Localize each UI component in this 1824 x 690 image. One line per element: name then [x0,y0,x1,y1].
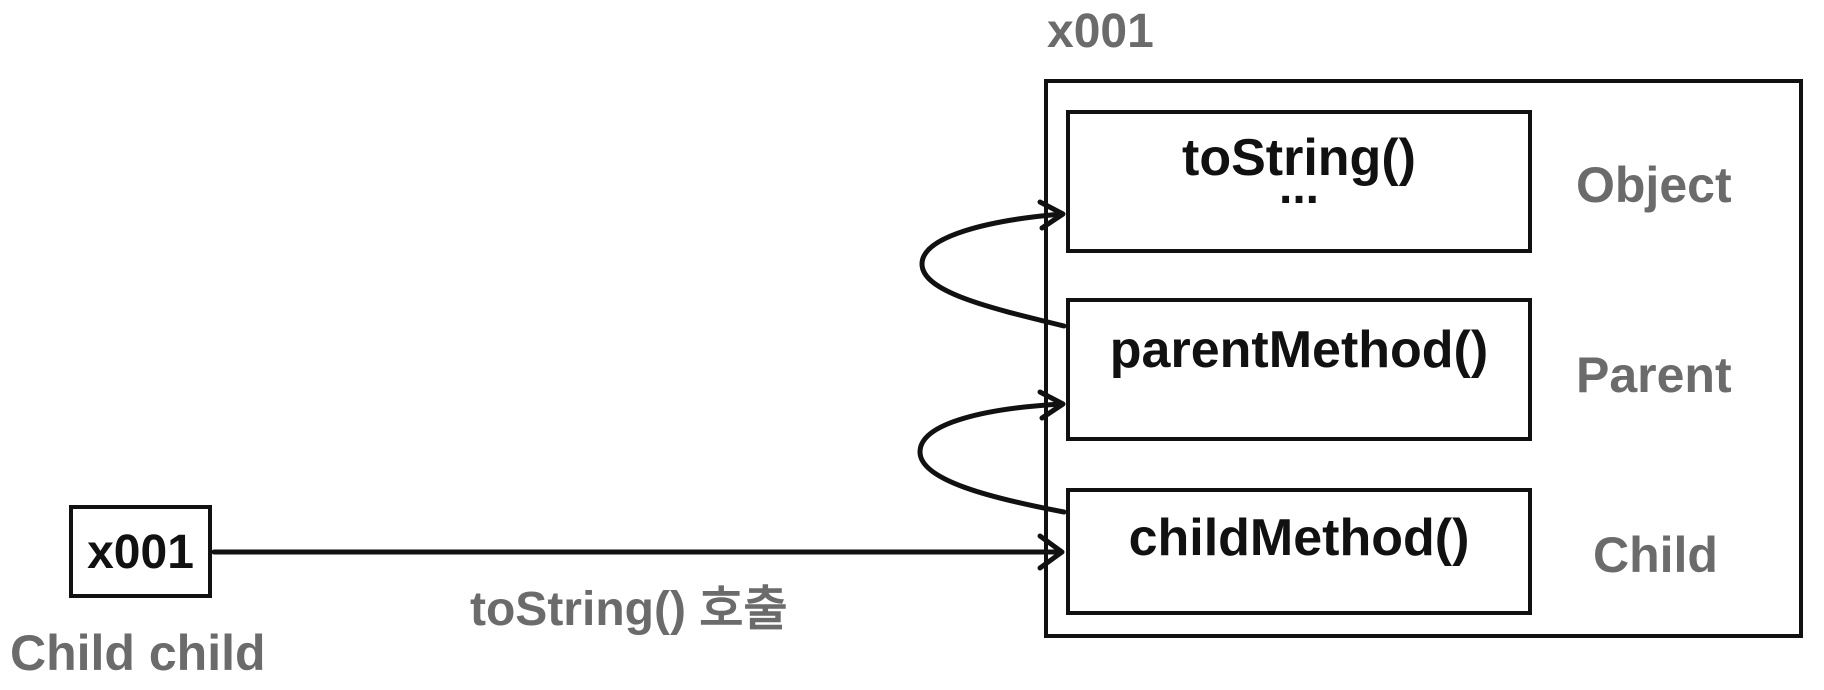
object-class-label: Object [1576,157,1732,213]
child-to-parent-arrow-head [1037,389,1066,421]
call-arrow-head [1037,533,1065,571]
parent-layer-box: parentMethod() [1066,298,1532,441]
reference-value-text: x001 [87,526,194,579]
reference-value-box: x001 [69,505,212,598]
child-method-label: childMethod() [1128,509,1470,567]
object-layer-box: toString() ... [1066,110,1532,253]
parent-class-label: Parent [1576,347,1732,403]
call-label: toString() 호출 [470,583,788,636]
instance-address-label: x001 [1047,5,1154,58]
parent-method-label: parentMethod() [1109,321,1489,379]
parent-to-object-arrow-head [1037,199,1066,231]
object-method-ellipsis: ... [1278,161,1319,214]
reference-variable-label: Child child [10,625,266,681]
child-layer-box: childMethod() [1066,488,1532,615]
child-class-label: Child [1593,527,1718,583]
child-to-parent-arrow [917,401,1067,515]
parent-to-object-arrow [919,211,1067,329]
object-method-tostring: toString() [1182,129,1416,187]
